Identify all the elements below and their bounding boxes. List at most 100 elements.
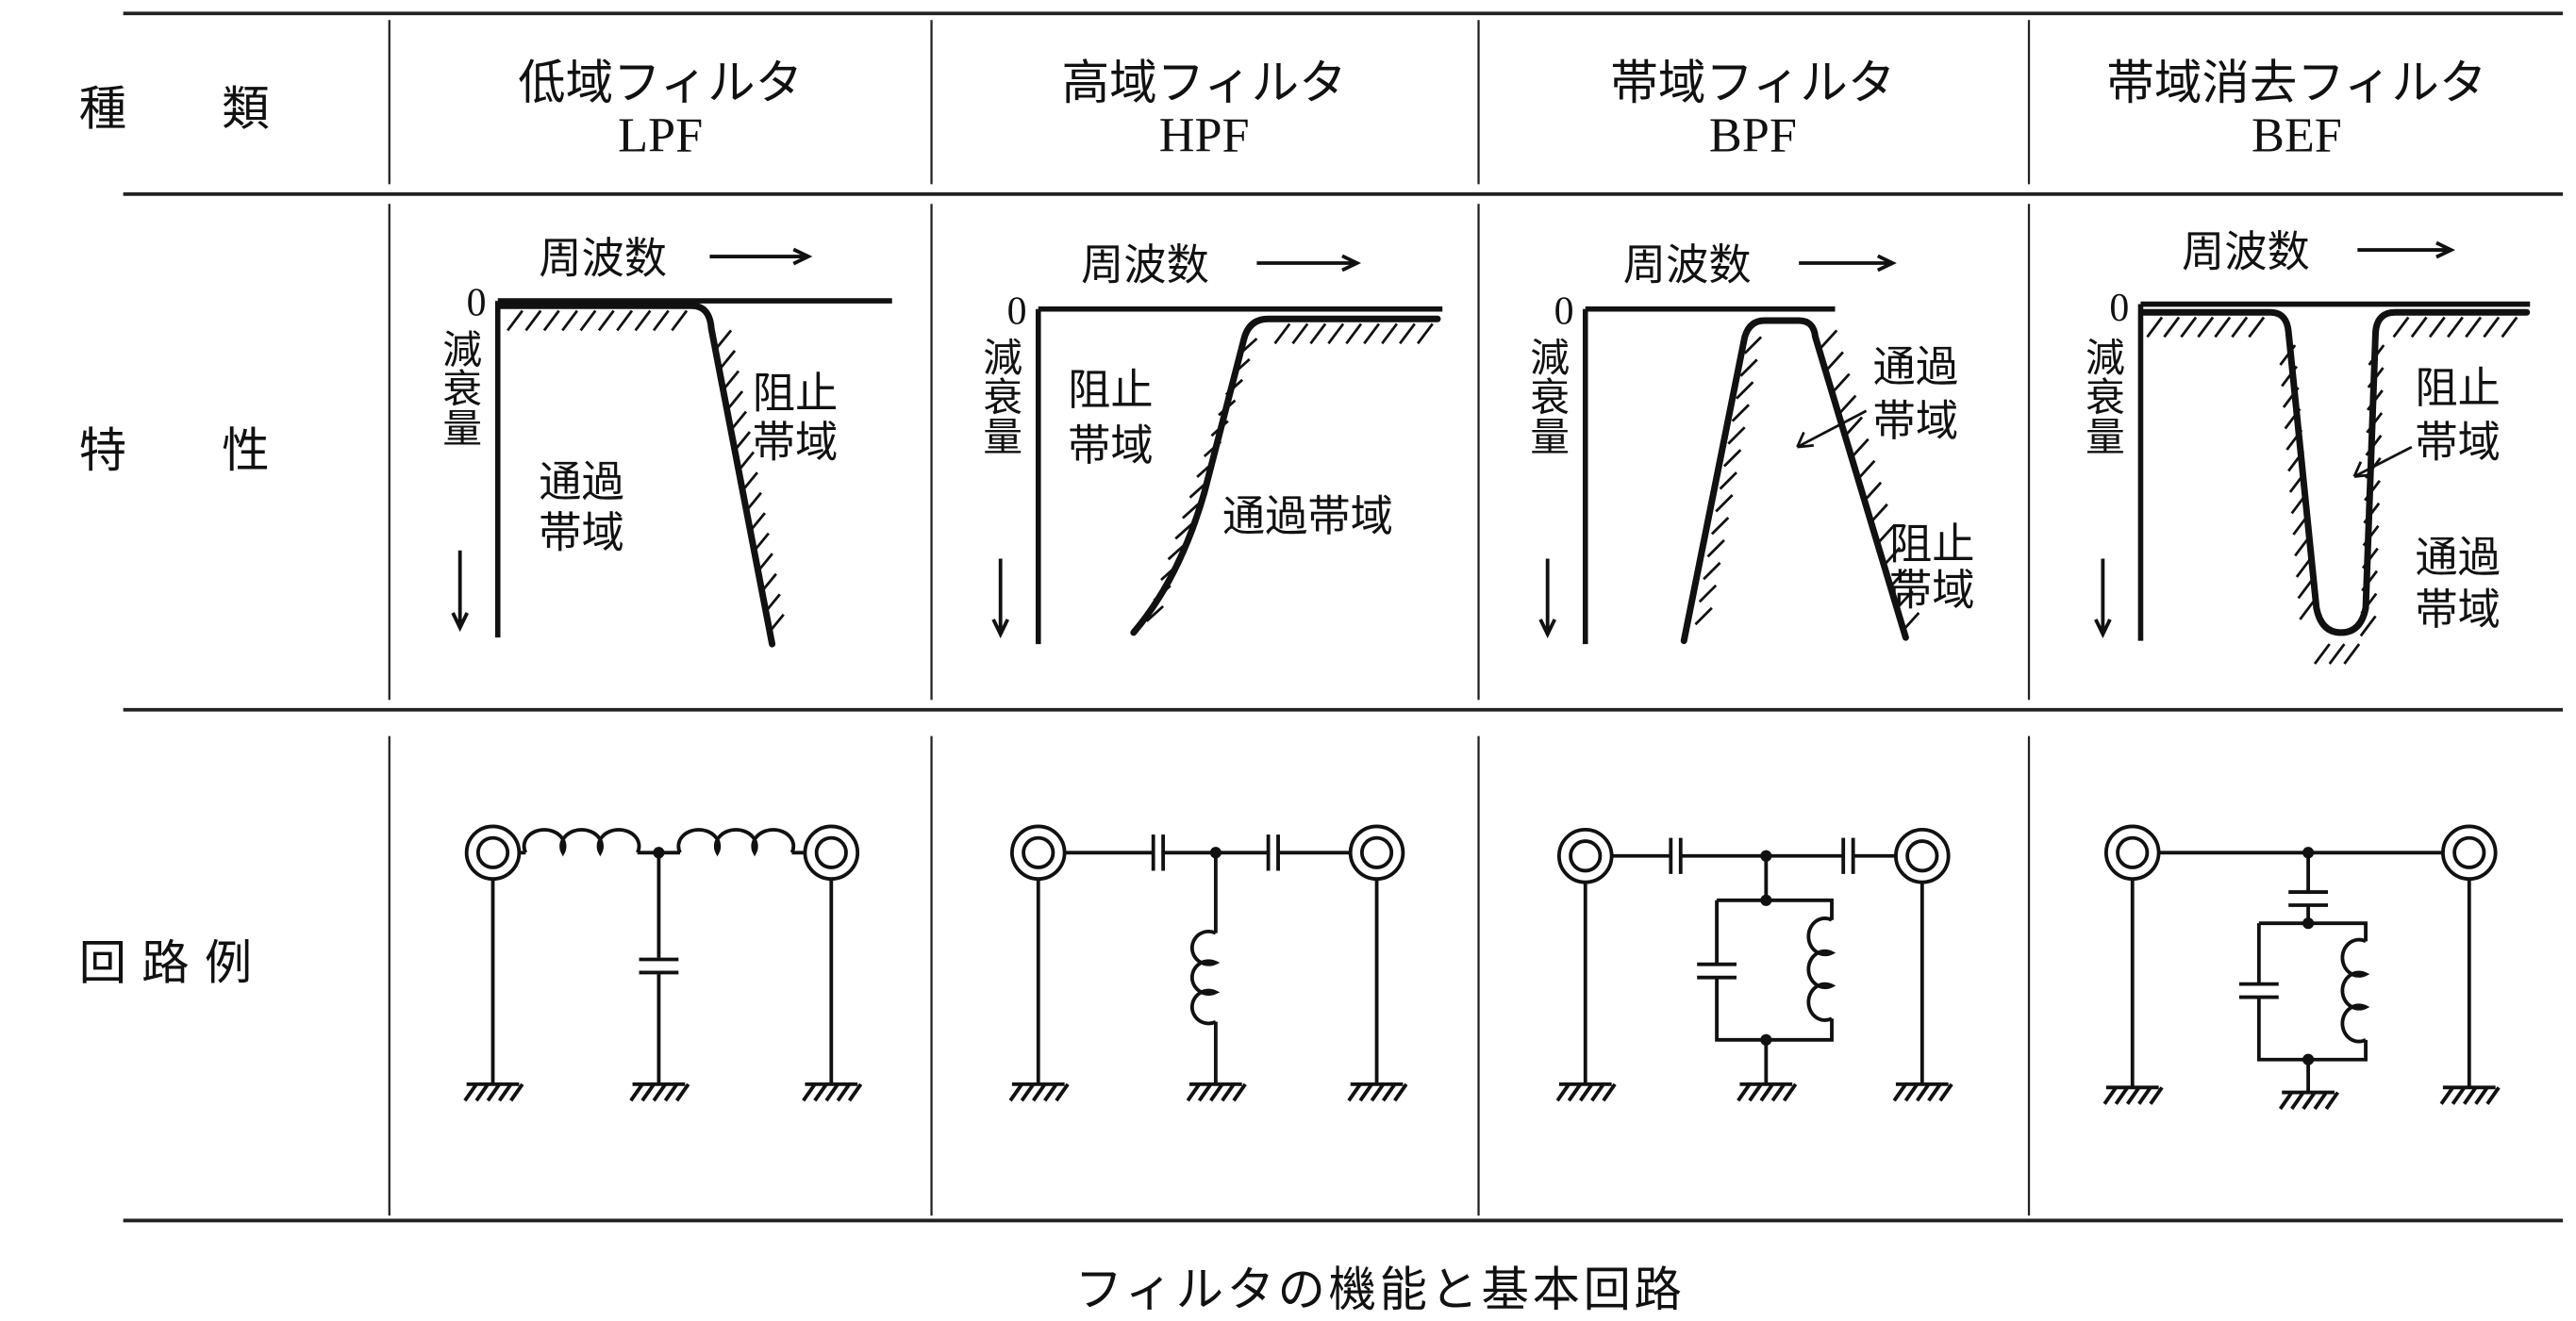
terminal-inner-icon — [814, 835, 848, 869]
stop-band-label: 阻止 — [1068, 365, 1154, 415]
capacitor-icon — [2238, 982, 2279, 999]
bpf-circuit — [1555, 827, 1953, 1102]
pass-band-label: 帯域 — [2415, 585, 2501, 635]
hatch-marks — [1145, 338, 1258, 622]
hatch-marks — [2392, 316, 2518, 339]
zero-label: 0 — [1007, 289, 1027, 333]
arrow-icon — [1256, 254, 1362, 272]
arrow-icon — [2094, 558, 2112, 639]
capacitor-icon — [1841, 837, 1855, 874]
bpf-characteristic-graph: 0 周波数 減衰量 通過 帯域 阻止 帯域 — [1524, 239, 1975, 645]
inductor-icon — [1806, 916, 1836, 1022]
ground-icon — [2102, 1085, 2164, 1105]
hpf-characteristic-graph: 0 周波数 減衰量 阻止 帯域 通過帯域 — [977, 239, 1443, 645]
terminal-outer-icon — [464, 824, 522, 882]
hatch-marks — [2146, 316, 2266, 339]
hatch-marks — [715, 329, 785, 634]
column-abbr: BEF — [2252, 108, 2342, 163]
pass-band-label: 通過 — [2415, 532, 2501, 582]
column-header-bef: 帯域消去フィルタ BEF — [2106, 55, 2486, 163]
attenuation-label: 減衰量 — [2080, 337, 2126, 454]
wires — [1583, 853, 1924, 1084]
inductor-icon — [1190, 930, 1221, 1026]
column-header-bpf: 帯域フィルタ BPF — [1610, 55, 1895, 163]
terminal-outer-icon — [2103, 824, 2161, 882]
column-name: 低域フィルタ — [518, 55, 803, 110]
terminal-inner-icon — [475, 835, 510, 869]
response-curve — [2140, 308, 2531, 636]
graph-axes — [2137, 301, 2531, 641]
lpf-characteristic-graph: 0 周波数 減衰量 阻止 帯域 通過 帯域 — [437, 233, 892, 648]
frequency-label: 周波数 — [2182, 226, 2310, 276]
hatch-marks — [507, 309, 689, 332]
ground-icon — [802, 1082, 863, 1102]
column-name: 帯域消去フィルタ — [2106, 55, 2486, 110]
capacitor-icon — [1151, 834, 1166, 871]
zero-label: 0 — [467, 282, 487, 325]
bef-circuit — [2102, 824, 2501, 1111]
stop-band-label: 阻止 — [1889, 520, 1975, 570]
ground-icon — [2439, 1085, 2501, 1105]
response-curve — [497, 302, 776, 648]
arrow-icon — [991, 558, 1010, 639]
column-dividers — [388, 20, 2031, 1216]
terminal-inner-icon — [1359, 835, 1394, 869]
terminal-inner-icon — [1569, 839, 1603, 873]
stop-band-label: 阻止 — [753, 368, 839, 418]
column-header-lpf: 低域フィルタ LPF — [518, 55, 803, 163]
arrow-icon — [709, 247, 813, 266]
terminal-outer-icon — [1348, 824, 1405, 882]
attenuation-label: 減衰量 — [977, 337, 1023, 454]
ground-icon — [2278, 1090, 2340, 1111]
inductor-icon — [676, 828, 796, 857]
ground-icon — [1892, 1082, 1953, 1102]
terminal-inner-icon — [2116, 835, 2150, 869]
ground-icon — [1186, 1082, 1247, 1102]
figure-caption: フィルタの機能と基本回路 — [1075, 1262, 1686, 1317]
column-abbr: BPF — [1709, 108, 1797, 163]
ground-icon — [463, 1082, 524, 1102]
capacitor-icon — [2288, 890, 2329, 907]
hatch-marks — [1694, 336, 1763, 626]
zero-label: 0 — [2109, 287, 2129, 330]
terminal-inner-icon — [1022, 835, 1055, 869]
terminal-inner-icon — [1905, 839, 1939, 873]
inductor-icon — [2340, 937, 2370, 1044]
arrow-icon — [1799, 254, 1897, 272]
pass-band-label: 通過 — [1873, 341, 1959, 391]
pass-band-label: 通過帯域 — [1222, 491, 1393, 541]
terminal-inner-icon — [2452, 835, 2486, 869]
row-header-circuit-example: 回 路 例 — [79, 934, 253, 990]
attenuation-label: 減衰量 — [1524, 337, 1571, 454]
capacitor-icon — [1697, 962, 1737, 980]
frequency-label: 周波数 — [539, 233, 667, 283]
column-abbr: LPF — [618, 108, 703, 163]
junction-dot — [2302, 917, 2315, 930]
junction-dot — [653, 847, 665, 859]
arrow-icon — [2357, 240, 2456, 259]
row-header-characteristics: 特 性 — [79, 422, 270, 478]
terminal-outer-icon — [1894, 827, 1951, 884]
column-abbr: HPF — [1159, 108, 1250, 163]
terminal-outer-icon — [803, 824, 860, 882]
table-grid — [123, 11, 2564, 1223]
junction-dot — [1760, 894, 1772, 906]
zero-label: 0 — [1554, 289, 1574, 333]
hatch-marks — [2359, 344, 2385, 637]
junction-dot — [1209, 847, 1222, 859]
stop-band-label: 阻止 — [2415, 363, 2501, 413]
arrow-icon — [451, 550, 469, 633]
junction-dot — [2302, 1053, 2315, 1065]
response-curve — [1130, 315, 1441, 636]
graph-axes — [494, 298, 892, 638]
capacitor-icon — [1669, 837, 1683, 874]
bef-characteristic-graph: 0 周波数 減衰量 阻止 帯域 通過 帯域 — [2080, 226, 2531, 665]
stop-band-label: 帯域 — [1068, 421, 1154, 471]
column-header-hpf: 高域フィルタ HPF — [1062, 55, 1347, 163]
frequency-label: 周波数 — [1623, 239, 1752, 289]
lpf-circuit — [463, 824, 863, 1102]
hatch-marks — [2279, 344, 2317, 620]
inductor-icon — [522, 828, 641, 857]
column-name: 高域フィルタ — [1062, 55, 1347, 110]
